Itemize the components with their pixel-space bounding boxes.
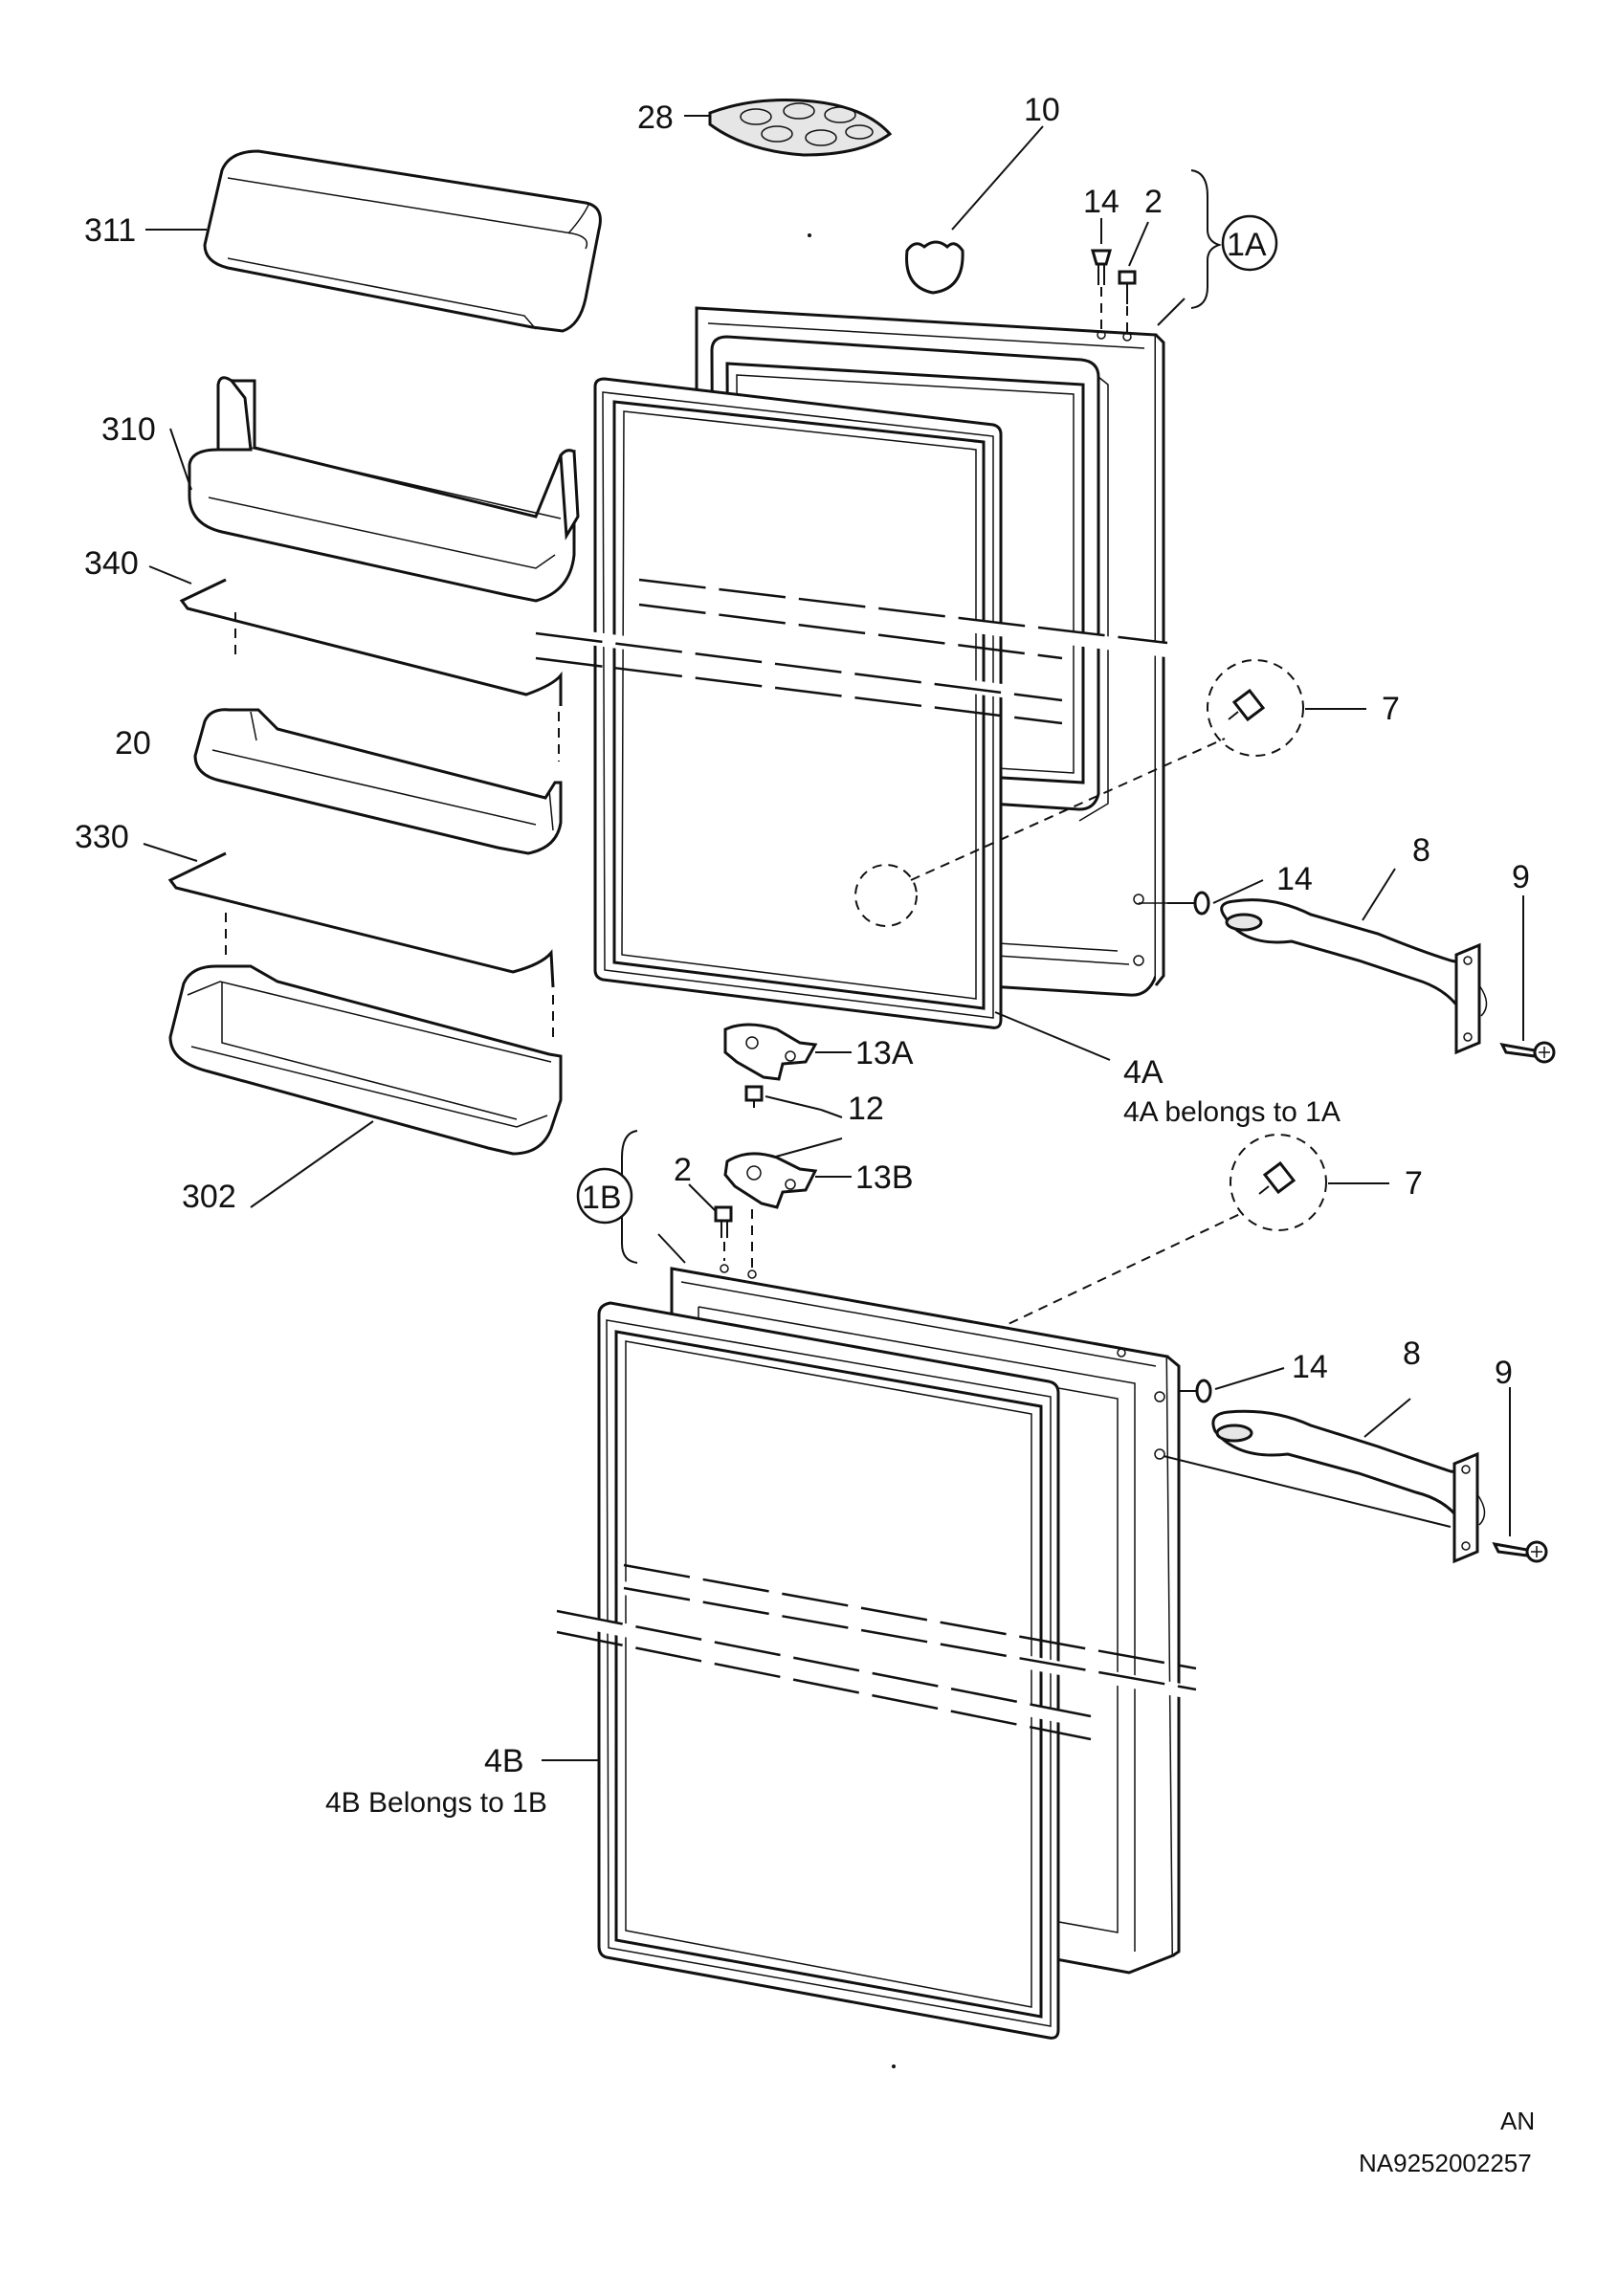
callout-4b: 4B — [484, 1743, 524, 1779]
callout-20: 20 — [115, 725, 151, 762]
callout-4a: 4A — [1123, 1054, 1164, 1091]
center-hinge-13a — [723, 1023, 852, 1081]
note-4a-belongs-to-1a: 4A belongs to 1A — [1123, 1096, 1341, 1128]
upper-door-break-lines — [535, 577, 1168, 725]
egg-tray-part-28 — [684, 99, 893, 157]
lower-handle-assembly — [1163, 1367, 1548, 1564]
callout-14: 14 — [1292, 1349, 1328, 1385]
callout-2: 2 — [1144, 184, 1163, 220]
footer-code: AN — [1500, 2107, 1535, 2135]
upper-handle-assembly — [1139, 868, 1556, 1064]
callout-2: 2 — [674, 1152, 692, 1188]
door-1a-hinge-hardware — [1091, 169, 1223, 335]
upper-door-gasket-4a — [593, 377, 1111, 1061]
callout-8: 8 — [1403, 1336, 1421, 1372]
wire-rail-part-340 — [148, 565, 563, 762]
callout-302: 302 — [182, 1179, 236, 1215]
callout-7: 7 — [1405, 1165, 1423, 1202]
lower-door-break-lines — [555, 1563, 1198, 1741]
callout-9: 9 — [1495, 1355, 1513, 1391]
door-shelf-part-310 — [169, 376, 580, 603]
callout-13b: 13B — [855, 1159, 914, 1196]
note-4b-belongs-to-1b: 4B Belongs to 1B — [325, 1787, 547, 1819]
assembly-badge-1b: 1B — [576, 1167, 633, 1225]
callout-12: 12 — [848, 1091, 884, 1127]
callout-14: 14 — [1083, 184, 1119, 220]
door-shelf-part-20 — [193, 708, 563, 855]
center-hinge-13b — [723, 1152, 852, 1209]
stray-dot — [808, 233, 811, 237]
assembly-badge-1a: 1A — [1221, 214, 1278, 272]
callout-7: 7 — [1382, 691, 1400, 727]
door-stop-detail-7a — [854, 659, 1366, 927]
cap-part-10 — [905, 125, 1044, 295]
callout-340: 340 — [84, 545, 139, 582]
stray-dot — [892, 2064, 896, 2068]
callout-311: 311 — [84, 212, 136, 249]
callout-10: 10 — [1024, 92, 1060, 128]
dairy-lid-part-311 — [145, 149, 602, 333]
callout-330: 330 — [75, 819, 129, 855]
callout-28: 28 — [637, 99, 674, 136]
wire-rail-part-330 — [143, 843, 555, 1041]
callout-8: 8 — [1412, 832, 1430, 869]
callout-14: 14 — [1276, 861, 1313, 897]
svg-text:1A: 1A — [1227, 227, 1267, 263]
callout-310: 310 — [101, 411, 156, 448]
svg-text:1B: 1B — [582, 1180, 622, 1216]
door-bin-part-302 — [168, 964, 563, 1208]
footer-document-number: NA9252002257 — [1359, 2149, 1532, 2177]
callout-9: 9 — [1512, 859, 1530, 895]
callout-13a: 13A — [855, 1035, 914, 1071]
